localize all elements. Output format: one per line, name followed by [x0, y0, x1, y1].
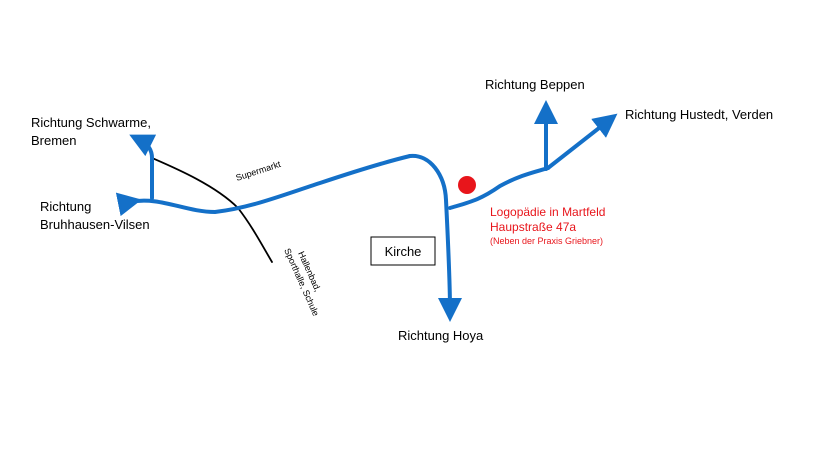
road-east	[448, 166, 550, 210]
kirche-box	[370, 236, 436, 266]
label-beppen: Richtung Beppen	[485, 77, 585, 92]
label-hustedt: Richtung Hustedt, Verden	[625, 107, 773, 122]
label-hoya: Richtung Hoya	[398, 328, 484, 343]
label-supermarkt: Supermarkt	[235, 159, 283, 183]
road-to-schwarme	[129, 134, 157, 200]
label-bruhhausen-2: Bruhhausen-Vilsen	[40, 217, 150, 232]
road-to-hustedt	[546, 113, 618, 170]
location-marker	[458, 176, 476, 194]
label-schwarme-2: Bremen	[31, 133, 77, 148]
destination-name: Logopädie in Martfeld	[490, 205, 605, 219]
main-road-west	[115, 154, 412, 217]
road-to-hoya	[408, 153, 462, 322]
destination-street: Haupstraße 47a	[490, 220, 576, 234]
label-schwarme-1: Richtung Schwarme,	[31, 115, 151, 130]
destination-note: (Neben der Praxis Griebner)	[490, 236, 603, 246]
label-bruhhausen-1: Richtung	[40, 199, 91, 214]
kirche-label: Kirche	[385, 244, 422, 259]
side-road	[151, 157, 273, 263]
